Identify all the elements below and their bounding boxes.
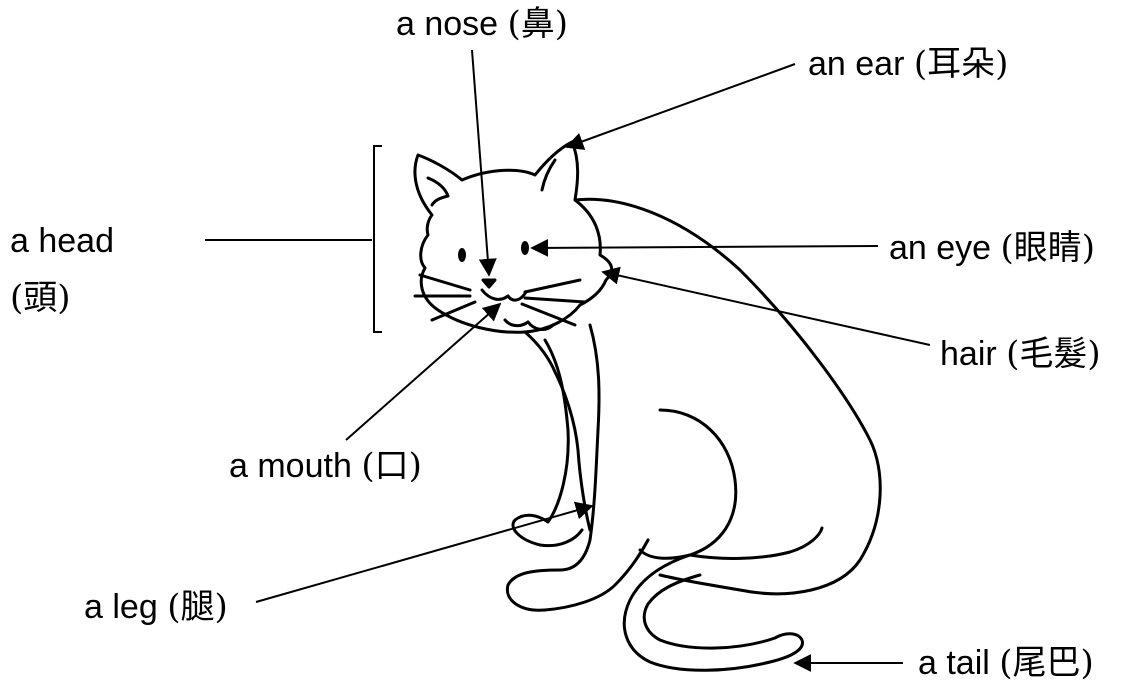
cat-front-leg-right [505,323,650,612]
cat-mouth [480,288,528,302]
label-nose: a nose (鼻) [396,4,568,44]
label-hair-en: hair [940,335,997,373]
cat-chest-outline [523,330,592,532]
cat-front-leg-left [511,338,584,548]
label-eye-zh: (眼睛) [1000,228,1096,268]
label-mouth-en: a mouth [229,447,352,485]
leg-arrow [255,501,594,603]
label-eye: an eye (眼睛) [889,228,1095,268]
label-mouth-zh: (口) [361,446,422,486]
label-leg-zh: (腿) [167,587,228,627]
hair-arrow [601,266,931,346]
label-tail-zh: (尾巴) [999,643,1094,683]
label-leg: a leg (腿) [84,587,228,627]
cat-back-outline [573,197,882,596]
nose-arrow [471,49,497,277]
cat-whiskers-left [413,273,477,322]
cat-left-inner-ear [426,176,450,207]
cat-whiskers-right [520,278,587,327]
cat-head-outline [413,140,614,334]
label-hair: hair (毛髮) [940,334,1101,374]
cat-right-inner-ear [540,158,557,192]
cat-hind-paw [688,526,824,560]
label-nose-en: a nose [396,5,499,43]
label-ear: an ear (耳朵) [808,44,1008,84]
label-ear-en: an ear [808,45,905,83]
head-bracket [373,145,382,333]
ear-arrow [565,63,796,150]
label-eye-en: an eye [889,229,992,267]
cat-hind-leg [638,408,738,560]
label-tail: a tail (尾巴) [918,643,1094,683]
mouth-arrow [345,302,502,441]
label-nose-zh: (鼻) [507,4,569,44]
label-mouth: a mouth (口) [229,446,422,486]
cat-tail [622,553,804,672]
cat-nose [481,278,497,289]
label-tail-en: a tail [918,644,990,682]
cat-right-eye [521,241,529,255]
cat-chin-fluff [503,318,554,331]
label-ear-zh: (耳朵) [913,44,1009,84]
label-head-zh: (頭) [10,278,71,318]
cat-left-eye [458,248,466,262]
eye-arrow [530,238,879,257]
label-hair-zh: (毛髮) [1006,334,1101,374]
label-leg-en: a leg [84,588,158,626]
label-head-en: a head [10,222,114,260]
